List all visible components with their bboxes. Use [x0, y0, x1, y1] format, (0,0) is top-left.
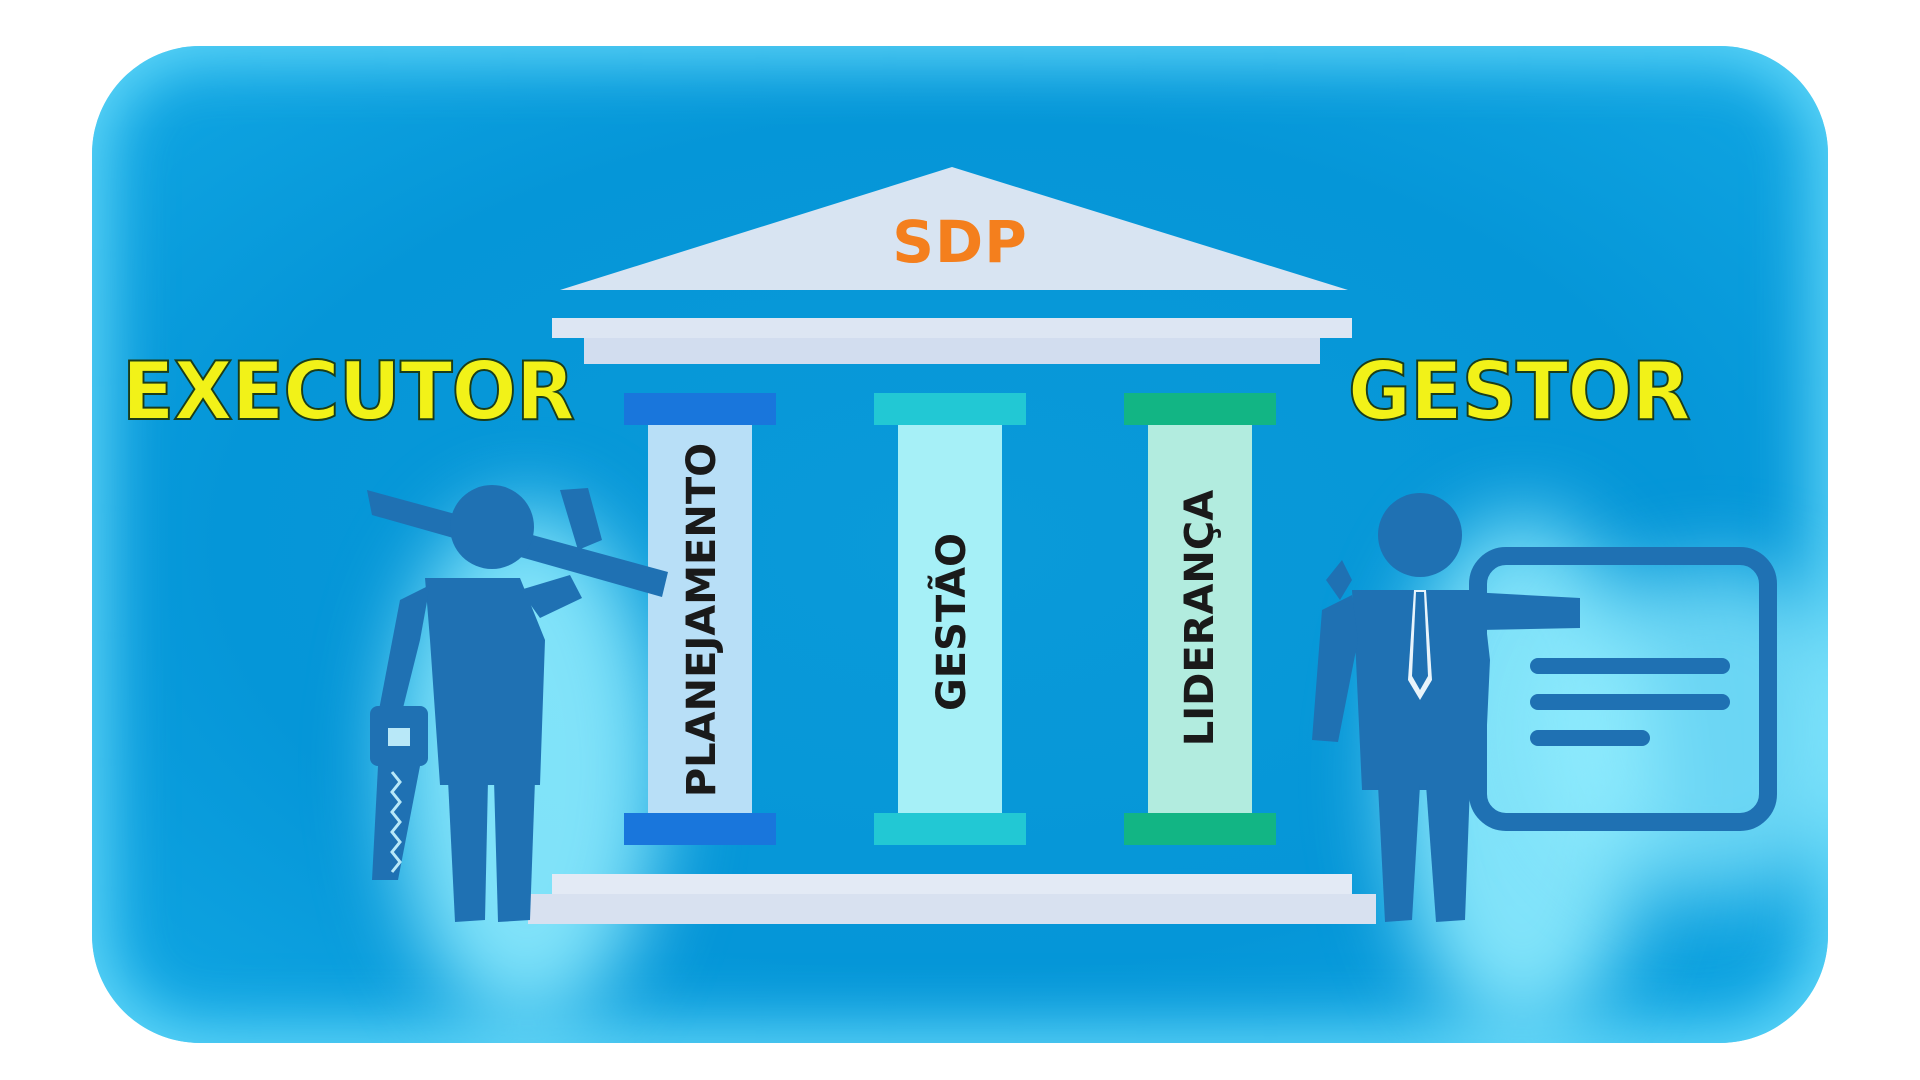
pillar-gestao-shaft [898, 425, 1002, 813]
saw-icon [370, 706, 428, 880]
pillar-lideranca-shaft [1148, 425, 1252, 813]
temple-base-lower [528, 894, 1376, 924]
pillar-planejamento-cap-top [624, 393, 776, 425]
pillar-lideranca-cap-bottom [1124, 813, 1276, 845]
temple-entablature [552, 318, 1352, 338]
pillar-planejamento-shaft [648, 425, 752, 813]
temple-entablature-lower [584, 338, 1320, 364]
gestor-label: GESTOR [1347, 344, 1692, 439]
temple-base-upper [552, 874, 1352, 894]
executor-label: EXECUTOR [121, 344, 576, 439]
pillar-gestao-cap-top [874, 393, 1026, 425]
pillar-planejamento-cap-bottom [624, 813, 776, 845]
roof-title: SDP [892, 208, 1028, 276]
pillar-gestao-cap-bottom [874, 813, 1026, 845]
temple-roof [560, 167, 1348, 290]
pillar-lideranca-cap-top [1124, 393, 1276, 425]
